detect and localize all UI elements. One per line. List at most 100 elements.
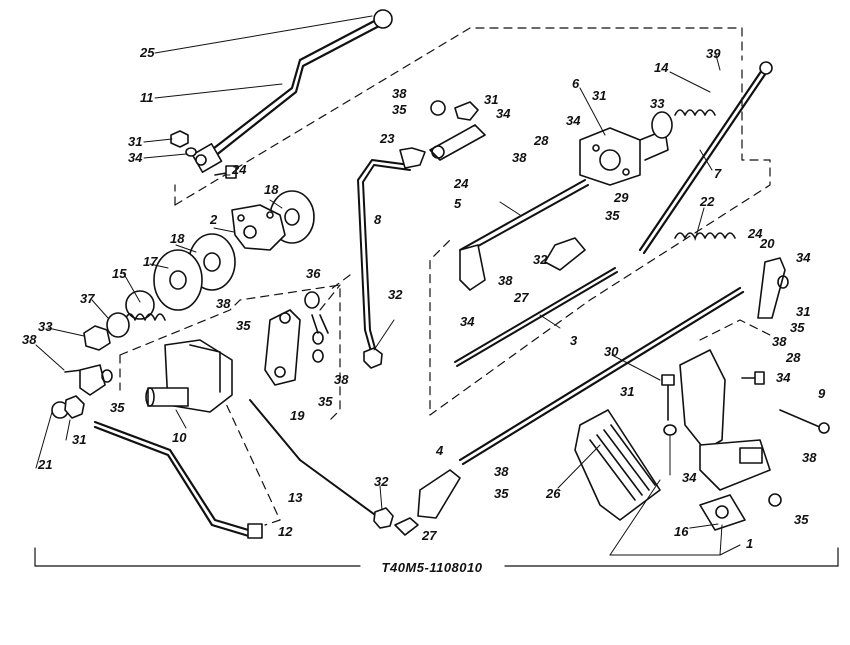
- yoke-27: [394, 517, 419, 536]
- callout-label-38: 38: [772, 334, 787, 349]
- gear-lever: [203, 16, 385, 162]
- callout-label-35: 35: [110, 400, 125, 415]
- callout-label-11: 11: [140, 90, 154, 105]
- callout-label-13: 13: [288, 490, 303, 505]
- callout-label-24: 24: [747, 226, 763, 241]
- assembly-outline-dashed: [119, 27, 771, 526]
- bracket-10: [145, 339, 233, 413]
- callout-label-2: 2: [209, 212, 218, 227]
- callout-labels: 2511313424182181715373338103521311213193…: [22, 45, 826, 551]
- rod-12: [93, 420, 257, 539]
- callout-label-17: 17: [143, 254, 158, 269]
- callout-label-10: 10: [172, 430, 187, 445]
- nut-32-b: [373, 507, 394, 529]
- callout-label-28: 28: [785, 350, 801, 365]
- callout-label-31: 31: [620, 384, 634, 399]
- callout-label-4: 4: [435, 443, 444, 458]
- rod-13: [249, 399, 383, 521]
- callout-label-32: 32: [374, 474, 389, 489]
- left-small-parts: [51, 364, 113, 419]
- lever-23: [399, 100, 486, 169]
- bolt-28-r: [741, 371, 765, 385]
- callout-label-30: 30: [604, 344, 619, 359]
- callout-label-1: 1: [746, 536, 753, 551]
- callout-label-18: 18: [170, 231, 185, 246]
- callout-label-23: 23: [379, 131, 395, 146]
- lever-4: [417, 469, 461, 519]
- callout-label-38: 38: [392, 86, 407, 101]
- callout-label-27: 27: [421, 528, 437, 543]
- callout-label-35: 35: [392, 102, 407, 117]
- callout-label-15: 15: [112, 266, 127, 281]
- callout-label-31: 31: [72, 432, 86, 447]
- nut-33: [83, 325, 111, 351]
- shaft-3: [454, 267, 618, 367]
- leader-lines: [35, 15, 741, 556]
- callout-label-38: 38: [22, 332, 37, 347]
- code-bracket: [34, 547, 839, 567]
- bolt-9: [779, 409, 830, 434]
- bolt-30: [661, 374, 675, 421]
- callout-label-20: 20: [759, 236, 775, 251]
- lever-27: [544, 237, 586, 271]
- callout-label-31: 31: [128, 134, 142, 149]
- callout-label-24: 24: [453, 176, 469, 191]
- callout-label-21: 21: [37, 457, 52, 472]
- callout-label-38: 38: [334, 372, 349, 387]
- spring-15: [124, 290, 166, 321]
- callout-label-8: 8: [374, 212, 382, 227]
- lever-19: [264, 291, 329, 386]
- callout-label-6: 6: [572, 76, 580, 91]
- callout-label-34: 34: [682, 470, 697, 485]
- washer-37: [106, 312, 130, 338]
- pedal-bracket: [679, 349, 771, 531]
- callout-label-34: 34: [128, 150, 143, 165]
- callout-label-22: 22: [699, 194, 715, 209]
- rod-7-eye: [759, 61, 773, 75]
- drawing-code: T40M5-1108010: [382, 560, 483, 575]
- callout-label-34: 34: [796, 250, 811, 265]
- callout-label-35: 35: [794, 512, 809, 527]
- callout-label-18: 18: [264, 182, 279, 197]
- callout-label-26: 26: [545, 486, 561, 501]
- callout-label-33: 33: [650, 96, 665, 111]
- callout-label-38: 38: [498, 273, 513, 288]
- callout-label-12: 12: [278, 524, 293, 539]
- nut-32-a: [363, 347, 383, 369]
- callout-label-25: 25: [139, 45, 155, 60]
- callout-label-34: 34: [496, 106, 511, 121]
- rod-4: [458, 286, 745, 466]
- callout-label-14: 14: [654, 60, 669, 75]
- lever-20: [757, 257, 786, 319]
- callout-label-35: 35: [605, 208, 620, 223]
- callout-label-35: 35: [236, 318, 251, 333]
- washer-34-r: [777, 275, 789, 289]
- callout-label-34: 34: [566, 113, 581, 128]
- callout-label-37: 37: [80, 291, 95, 306]
- callout-label-35: 35: [494, 486, 509, 501]
- callout-label-24: 24: [231, 162, 247, 177]
- lever-clamp: [191, 143, 237, 179]
- callout-label-34: 34: [776, 370, 791, 385]
- callout-label-31: 31: [592, 88, 606, 103]
- nut-31-a: [170, 130, 189, 148]
- callout-label-35: 35: [790, 320, 805, 335]
- callout-label-33: 33: [38, 319, 53, 334]
- shaft-5: [459, 179, 589, 256]
- rod-12-end: [247, 523, 263, 539]
- callout-label-16: 16: [674, 524, 689, 539]
- pedal-26: [574, 409, 661, 521]
- callout-label-31: 31: [796, 304, 810, 319]
- callout-label-38: 38: [216, 296, 231, 311]
- callout-label-3: 3: [570, 333, 578, 348]
- callout-label-35: 35: [318, 394, 333, 409]
- callout-label-5: 5: [454, 196, 462, 211]
- callout-label-31: 31: [484, 92, 498, 107]
- washer-31-r: [663, 424, 677, 436]
- callout-label-39: 39: [706, 46, 721, 61]
- washer-34-a: [185, 147, 197, 157]
- spring-22: [674, 232, 736, 239]
- washer-35-r: [768, 493, 782, 507]
